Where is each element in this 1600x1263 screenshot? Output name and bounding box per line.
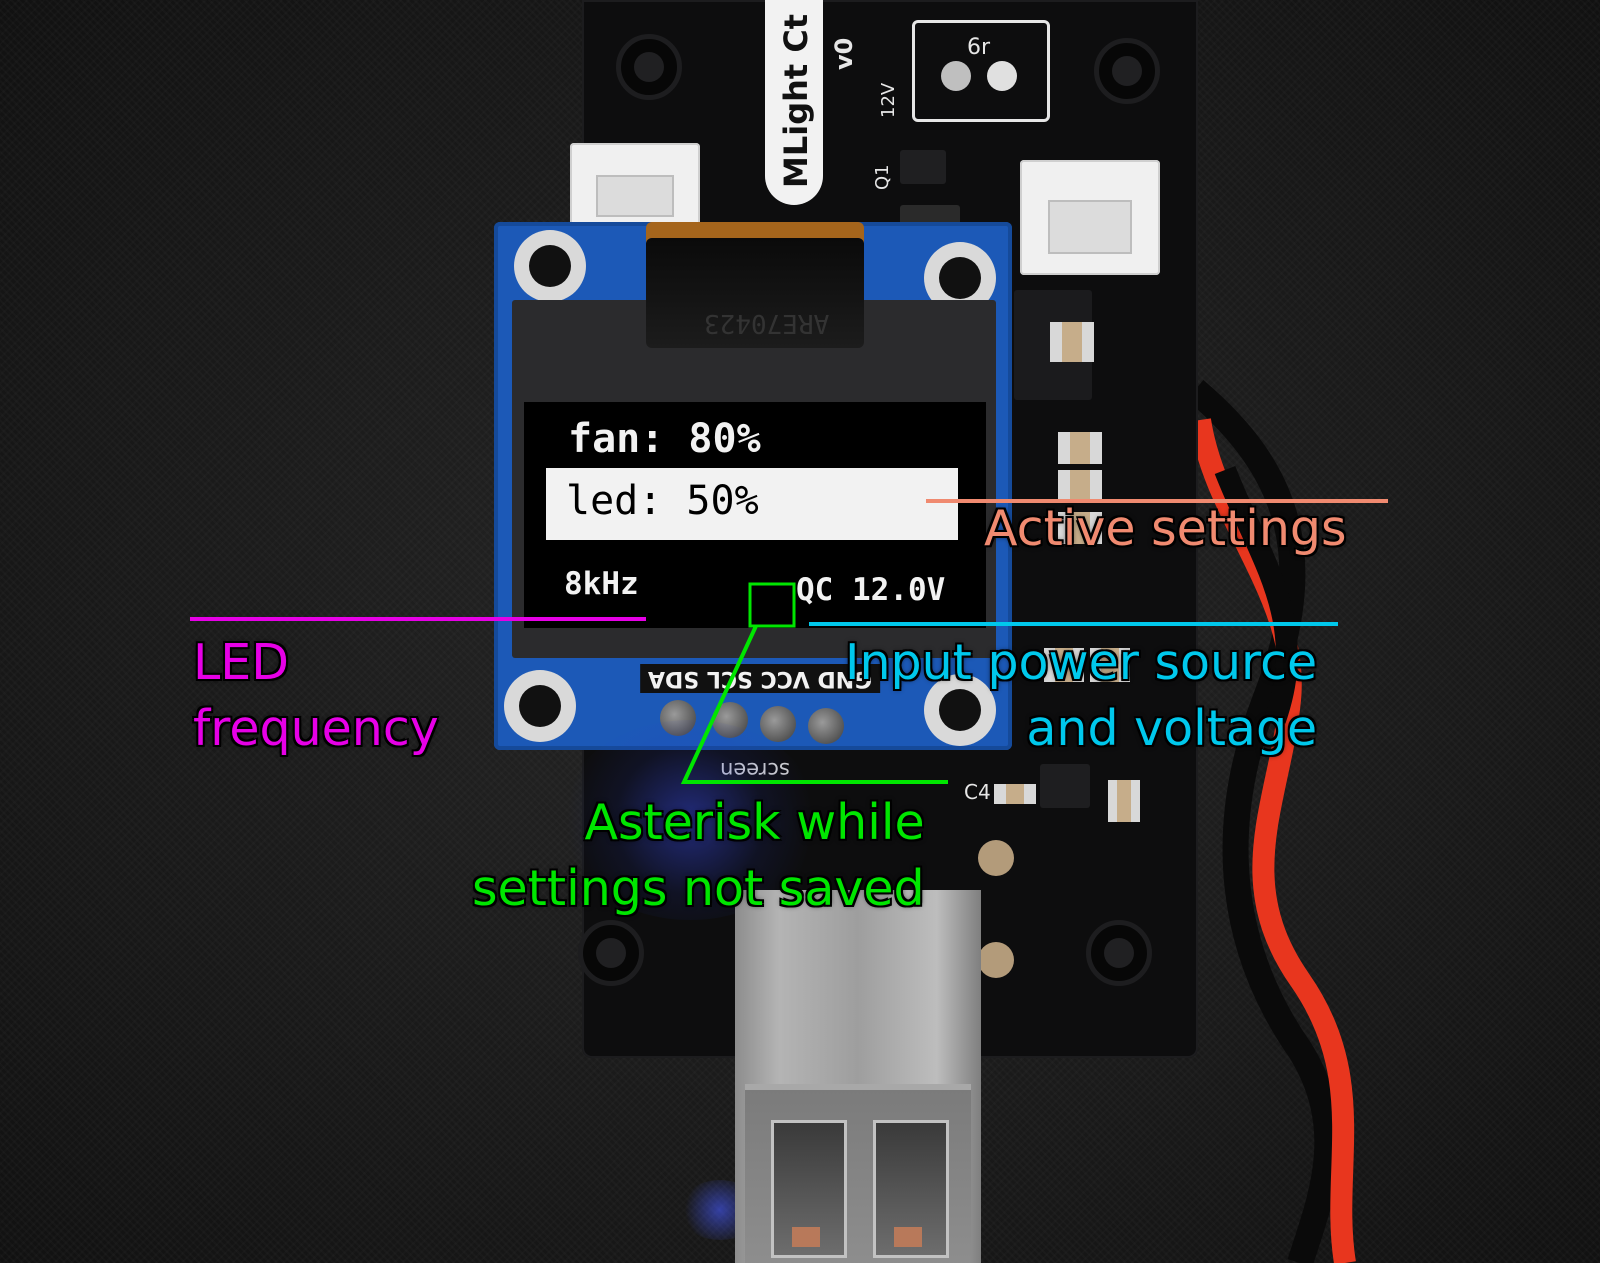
- power-source-value: QC 12.0V: [796, 572, 946, 608]
- active-settings-text: Active settings: [984, 500, 1347, 557]
- usb-contact: [894, 1227, 922, 1247]
- mounting-hole: [616, 34, 682, 100]
- header-pin: [660, 700, 696, 736]
- led-frequency-line-2: frequency: [193, 700, 439, 757]
- usb-contact: [792, 1227, 820, 1247]
- solder-pad: [987, 61, 1017, 91]
- led-frequency-label: LED frequency: [193, 630, 439, 762]
- usb-slot: [771, 1120, 847, 1258]
- module-hole: [514, 230, 586, 302]
- asterisk-label: Asterisk while settings not saved: [472, 790, 925, 922]
- capacitor: [1058, 432, 1102, 464]
- asterisk-marker-box: [748, 582, 796, 628]
- mounting-hole: [1094, 38, 1160, 104]
- oled-screen: fan: 80% led: 50% 8kHz QC 12.0V: [524, 402, 986, 628]
- jst-connector-left: [570, 143, 700, 233]
- header-pin: [808, 708, 844, 744]
- ic-chip: [1040, 764, 1090, 808]
- active-settings-line: [926, 499, 1388, 503]
- mounting-hole: [1086, 920, 1152, 986]
- capacitor: [1044, 648, 1084, 682]
- solder-pad: [941, 61, 971, 91]
- capacitor: [1058, 470, 1102, 502]
- input-power-label: Input power source and voltage: [845, 630, 1317, 762]
- black-wire: [1186, 380, 1341, 1263]
- active-settings-label: Active settings: [984, 496, 1347, 562]
- cap-label: C4: [964, 780, 991, 804]
- usb-a-connector: [735, 890, 981, 1263]
- asterisk-line-2: settings not saved: [472, 860, 925, 917]
- capacitor: [1108, 780, 1141, 822]
- input-power-line-1: Input power source: [845, 634, 1318, 691]
- input-power-line-2: and voltage: [1026, 700, 1318, 757]
- black-wire-twist: [1214, 466, 1298, 724]
- usb-opening: [745, 1084, 971, 1263]
- led-setting-highlight: led: 50%: [546, 468, 958, 540]
- resistor: [900, 205, 960, 227]
- solder-pad: [978, 942, 1014, 978]
- fan-setting: fan: 80%: [568, 416, 761, 462]
- transistor-q1: [900, 150, 946, 184]
- led-frequency-value: 8kHz: [564, 566, 639, 602]
- capacitor: [1090, 648, 1130, 682]
- led-frequency-line-1: LED: [193, 634, 289, 691]
- led-setting: led: 50%: [566, 478, 759, 524]
- led-frequency-line: [190, 617, 646, 621]
- module-hole: [924, 674, 996, 746]
- display-ribbon: [646, 238, 864, 348]
- asterisk-leader-line: [680, 625, 948, 784]
- jst-connector-right: [1020, 160, 1160, 275]
- capacitor: [1058, 512, 1102, 544]
- mounting-hole: [578, 920, 644, 986]
- solder-pad: [978, 840, 1014, 876]
- capacitor: [1050, 322, 1094, 362]
- input-power-line: [809, 622, 1338, 626]
- usb-slot: [873, 1120, 949, 1258]
- asterisk-line-1: Asterisk while: [584, 794, 925, 851]
- mosfet-footprint: 6r: [912, 20, 1050, 122]
- capacitor: [994, 784, 1036, 804]
- header-pin: [760, 706, 796, 742]
- board-title-pill: MLight Ct: [765, 0, 823, 205]
- mosfet-label: 6r: [967, 35, 991, 60]
- blue-led-glow: [560, 720, 820, 920]
- module-hole: [504, 670, 576, 742]
